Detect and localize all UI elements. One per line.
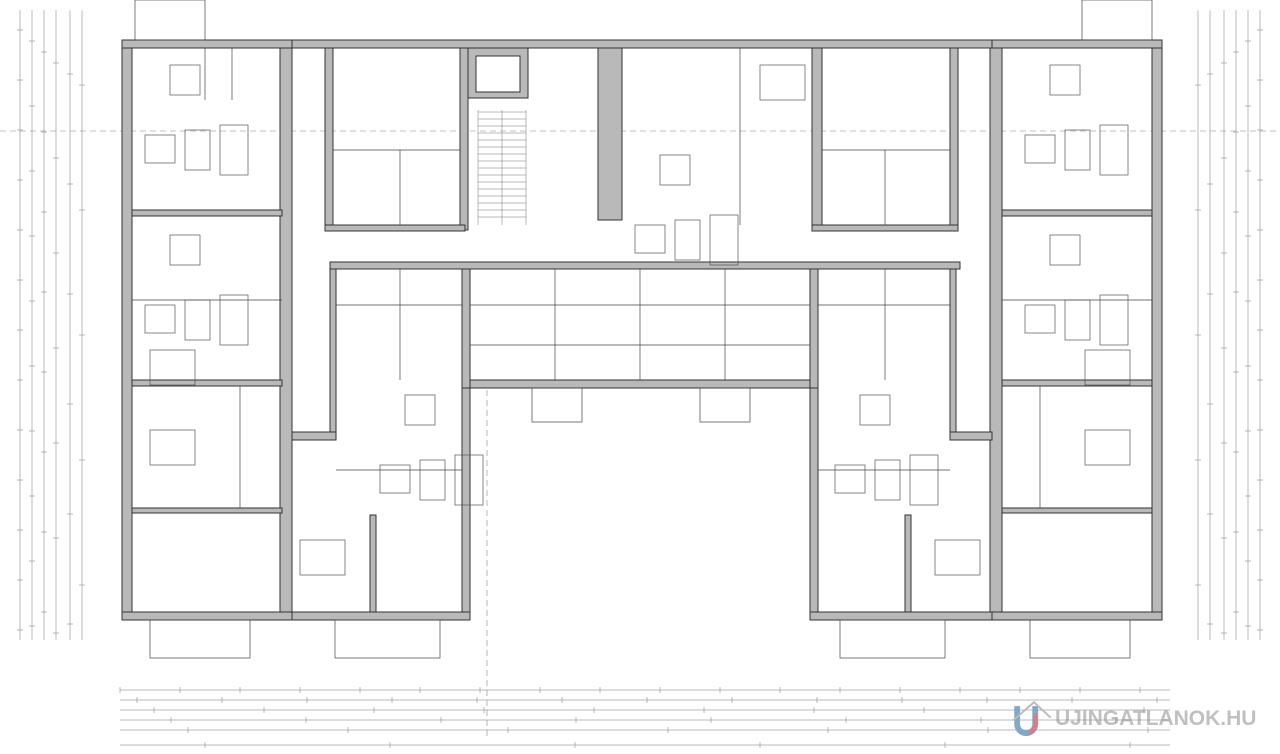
- coffee-table: [184, 299, 211, 341]
- bed: [1084, 429, 1131, 466]
- sofa: [1099, 124, 1129, 176]
- armchair: [144, 304, 176, 334]
- watermark-logo-icon: [1012, 700, 1052, 737]
- walls: [121, 39, 1163, 621]
- sofa: [709, 214, 739, 266]
- sofa: [219, 124, 249, 176]
- coffee-table: [874, 459, 901, 501]
- sofa: [909, 454, 939, 506]
- dining-table: [169, 234, 201, 266]
- coffee-table: [419, 459, 446, 501]
- armchair: [834, 464, 866, 494]
- bed: [1084, 349, 1131, 386]
- watermark-text: UJINGATLANOK.HU: [1055, 707, 1257, 730]
- dining-table: [1049, 64, 1081, 96]
- bed: [149, 429, 196, 466]
- coffee-table: [184, 129, 211, 171]
- armchair: [1024, 134, 1056, 164]
- bed: [299, 539, 346, 576]
- armchair: [144, 134, 176, 164]
- coffee-table: [674, 219, 701, 261]
- coffee-table: [1064, 299, 1091, 341]
- bed: [149, 349, 196, 386]
- bed: [759, 64, 806, 101]
- furniture: [144, 64, 1131, 576]
- grid-axes: [0, 130, 1280, 740]
- dining-table: [659, 154, 691, 186]
- dimension-lines: [17, 10, 1263, 748]
- dining-table: [859, 394, 891, 426]
- stair-treads: [478, 111, 526, 218]
- coffee-table: [1064, 129, 1091, 171]
- bed: [934, 539, 981, 576]
- armchair: [634, 224, 666, 254]
- watermark: UJINGATLANOK.HU: [1012, 694, 1274, 744]
- armchair: [1024, 304, 1056, 334]
- dining-table: [404, 394, 436, 426]
- sofa: [1099, 294, 1129, 346]
- balconies: [134, 0, 1153, 659]
- sofa: [219, 294, 249, 346]
- armchair: [379, 464, 411, 494]
- dining-table: [1049, 234, 1081, 266]
- dining-table: [169, 64, 201, 96]
- sofa: [454, 454, 484, 506]
